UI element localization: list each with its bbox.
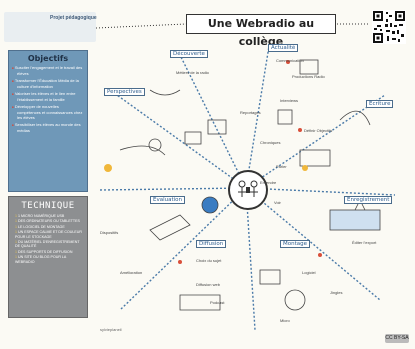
note-jingles: Jingles: [330, 290, 343, 295]
technique-item: Le logiciel de montage: [15, 225, 84, 229]
branch-enregistrement: Enregistrement: [344, 196, 393, 204]
qr-code-icon: [372, 10, 406, 44]
objectif-item: Transformer l'Éducation Média de la cult…: [15, 78, 83, 89]
technique-title: TECHNIQUE: [21, 201, 75, 211]
objectifs-panel: Objectifs Susciter l'engagement et le tr…: [8, 50, 88, 192]
technique-item: Un espace calme et de couleur pour le st…: [15, 230, 84, 239]
projet-label: Projet pédagogique: [50, 15, 97, 21]
author-signature: sylvieplaneil: [100, 327, 122, 332]
technique-item: 1 micro numérique USB: [15, 214, 84, 218]
note-definir: Définir Objectifs: [304, 128, 333, 133]
branch-decouverte: Découverte: [170, 50, 208, 58]
branch-montage: Montage: [280, 240, 310, 248]
note-chroniques: Chroniques: [260, 140, 281, 145]
note-podcast: Podcast: [210, 300, 225, 305]
objectif-item: Sensibiliser les élèves au monde des méd…: [15, 122, 83, 133]
note-parler: Parler: [276, 164, 287, 169]
branch-diffusion: Diffusion: [196, 240, 227, 248]
note-diffusion-web: Diffusion web: [196, 282, 220, 287]
note-entendre: Entendre: [260, 180, 277, 185]
note-dispositifs: Dispositifs: [100, 230, 119, 235]
technique-item: Des ordinateurs ou tablettes: [15, 219, 84, 223]
technique-item: Du matériel d'enregistrement de qualité: [15, 240, 84, 249]
branch-perspectives: Perspectives: [104, 88, 145, 96]
note-micro: Micro: [280, 318, 290, 323]
note-communication: Communication: [276, 58, 304, 63]
technique-panel: TECHNIQUE 1 micro numérique USB Des ordi…: [8, 196, 88, 318]
objectif-item: Développer de nouvelles compétences et c…: [15, 104, 83, 120]
technique-list: 1 micro numérique USB Des ordinateurs ou…: [9, 214, 87, 264]
microphone-people-icon: [238, 180, 258, 197]
note-metiers: Métiers de la radio: [176, 70, 209, 75]
objectif-item: Valoriser les élèves et le lien entre l'…: [15, 91, 83, 102]
center-microphone-circle: [228, 170, 268, 210]
qr-code: [372, 10, 406, 44]
note-logiciel: Logiciel: [302, 270, 316, 275]
branch-ecriture: Écriture: [366, 100, 394, 108]
page-title: Une Webradio au collège: [186, 14, 336, 48]
technique-item: Un site ou blog pour la webradio: [15, 255, 84, 264]
note-voir: Voir: [274, 200, 281, 205]
note-interviews: Interviews: [280, 98, 299, 103]
license-badge: CC BY-SA: [385, 334, 409, 343]
branch-actualite: Actualité: [268, 44, 299, 52]
note-productions: Productions Radio: [292, 74, 325, 79]
objectifs-list: Susciter l'engagement et le travail des …: [9, 65, 87, 133]
objectifs-title: Objectifs: [27, 54, 69, 63]
note-choix-sujet: Choix du sujet: [196, 258, 222, 263]
projet-tag: [4, 12, 96, 42]
note-editer: Éditer l'export: [352, 240, 377, 245]
technique-item: Des supports de diffusion: [15, 250, 84, 254]
note-amelioration: Amélioration: [120, 270, 143, 275]
objectif-item: Susciter l'engagement et le travail des …: [15, 65, 83, 76]
branch-evaluation: Évaluation: [150, 196, 186, 204]
note-reportages: Reportages: [240, 110, 261, 115]
